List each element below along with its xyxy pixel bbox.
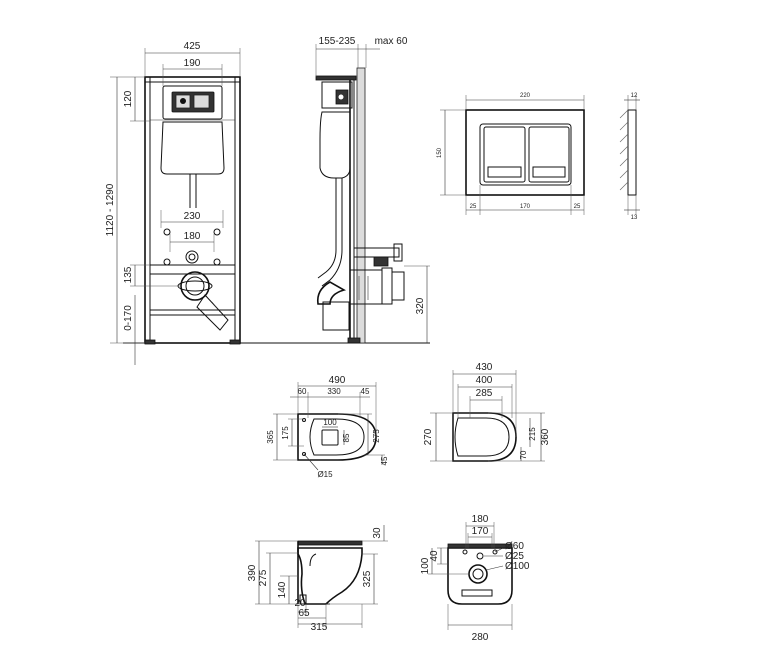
dim-back-180: 180 bbox=[472, 514, 489, 525]
dim-plate-inner-width: 170 bbox=[520, 204, 531, 210]
dim-width-top: 190 bbox=[184, 58, 201, 69]
dim-back-dia25: Ø25 bbox=[505, 551, 524, 562]
dim-toilet-hole: Ø15 bbox=[317, 470, 333, 479]
dim-toilet-490: 490 bbox=[329, 375, 346, 386]
seat-top-dimensions: 430 400 285 270 70 215 360 bbox=[423, 362, 551, 462]
toilet-top-view bbox=[297, 413, 377, 461]
dim-back-40: 40 bbox=[429, 550, 440, 562]
dim-plate-width: 220 bbox=[520, 93, 531, 99]
dim-toilet-45-side: 45 bbox=[380, 456, 389, 465]
dim-height-320: 320 bbox=[415, 297, 426, 314]
dim-seat-285: 285 bbox=[476, 388, 493, 399]
toilet-side-dimensions: 30 390 275 140 325 20 65 315 bbox=[247, 525, 388, 633]
dim-depth: 155-235 bbox=[319, 36, 356, 47]
toilet-back-view bbox=[447, 543, 513, 605]
dim-toilet-60: 60 bbox=[298, 387, 307, 396]
dim-toilet-100: 100 bbox=[323, 418, 337, 427]
dim-plate-margin-right: 25 bbox=[574, 204, 581, 210]
dim-back-100: 100 bbox=[420, 557, 431, 574]
dim-230: 230 bbox=[184, 211, 201, 222]
dim-side-30: 30 bbox=[372, 527, 383, 539]
dim-side-275: 275 bbox=[258, 569, 269, 586]
dim-seat-70: 70 bbox=[519, 450, 528, 459]
flush-plate-view bbox=[465, 109, 637, 196]
dim-135: 135 bbox=[123, 266, 134, 283]
dim-height-top: 120 bbox=[123, 90, 134, 107]
frame-front-view bbox=[123, 76, 425, 345]
dim-180: 180 bbox=[184, 231, 201, 242]
dim-side-390: 390 bbox=[247, 564, 258, 581]
toilet-back-dimensions: 180 170 40 100 Ø60 Ø25 Ø100 280 bbox=[420, 514, 530, 643]
dim-back-dia60: Ø60 bbox=[505, 541, 524, 552]
dim-toilet-365: 365 bbox=[266, 430, 275, 444]
dim-side-325: 325 bbox=[362, 570, 373, 587]
dim-seat-270: 270 bbox=[423, 428, 434, 445]
frame-side-dimensions: 155-235 max 60 320 bbox=[315, 36, 430, 343]
dim-max-wall: max 60 bbox=[375, 36, 408, 47]
dim-toilet-330: 330 bbox=[327, 387, 341, 396]
dim-side-65: 65 bbox=[298, 608, 310, 619]
frame-front-dimensions: 425 190 120 1120 - 1290 230 180 135 0-17… bbox=[105, 41, 241, 365]
seat-top-view bbox=[452, 412, 517, 462]
dim-height-total: 1120 - 1290 bbox=[105, 183, 116, 236]
dim-toilet-85: 85 bbox=[342, 433, 351, 442]
dim-side-315: 315 bbox=[311, 622, 328, 633]
dim-plate-height: 150 bbox=[437, 147, 443, 158]
dim-seat-430: 430 bbox=[476, 362, 493, 373]
dim-width-total: 425 bbox=[184, 41, 201, 52]
frame-side-view bbox=[245, 67, 430, 344]
dim-0-170: 0-170 bbox=[123, 305, 134, 331]
dim-back-170: 170 bbox=[472, 526, 489, 537]
dim-seat-360: 360 bbox=[540, 428, 551, 445]
dim-plate-thickness: 13 bbox=[631, 215, 638, 221]
dim-side-140: 140 bbox=[277, 581, 288, 598]
flush-plate-dimensions: 220 12 150 25 170 25 13 bbox=[437, 93, 640, 221]
dim-toilet-275: 275 bbox=[372, 429, 381, 443]
dim-plate-depth: 12 bbox=[631, 93, 638, 99]
toilet-top-dimensions: 490 60 330 45 365 175 100 85 275 45 Ø15 bbox=[266, 375, 389, 479]
dim-back-280: 280 bbox=[472, 632, 489, 643]
dim-seat-400: 400 bbox=[476, 375, 493, 386]
dim-toilet-175: 175 bbox=[281, 426, 290, 440]
dim-side-20: 20 bbox=[294, 598, 306, 609]
dim-back-dia100: Ø100 bbox=[505, 561, 530, 572]
dim-toilet-45-top: 45 bbox=[361, 387, 370, 396]
dim-seat-215: 215 bbox=[528, 427, 537, 441]
dim-plate-margin-left: 25 bbox=[470, 204, 477, 210]
toilet-side-view bbox=[297, 540, 363, 605]
